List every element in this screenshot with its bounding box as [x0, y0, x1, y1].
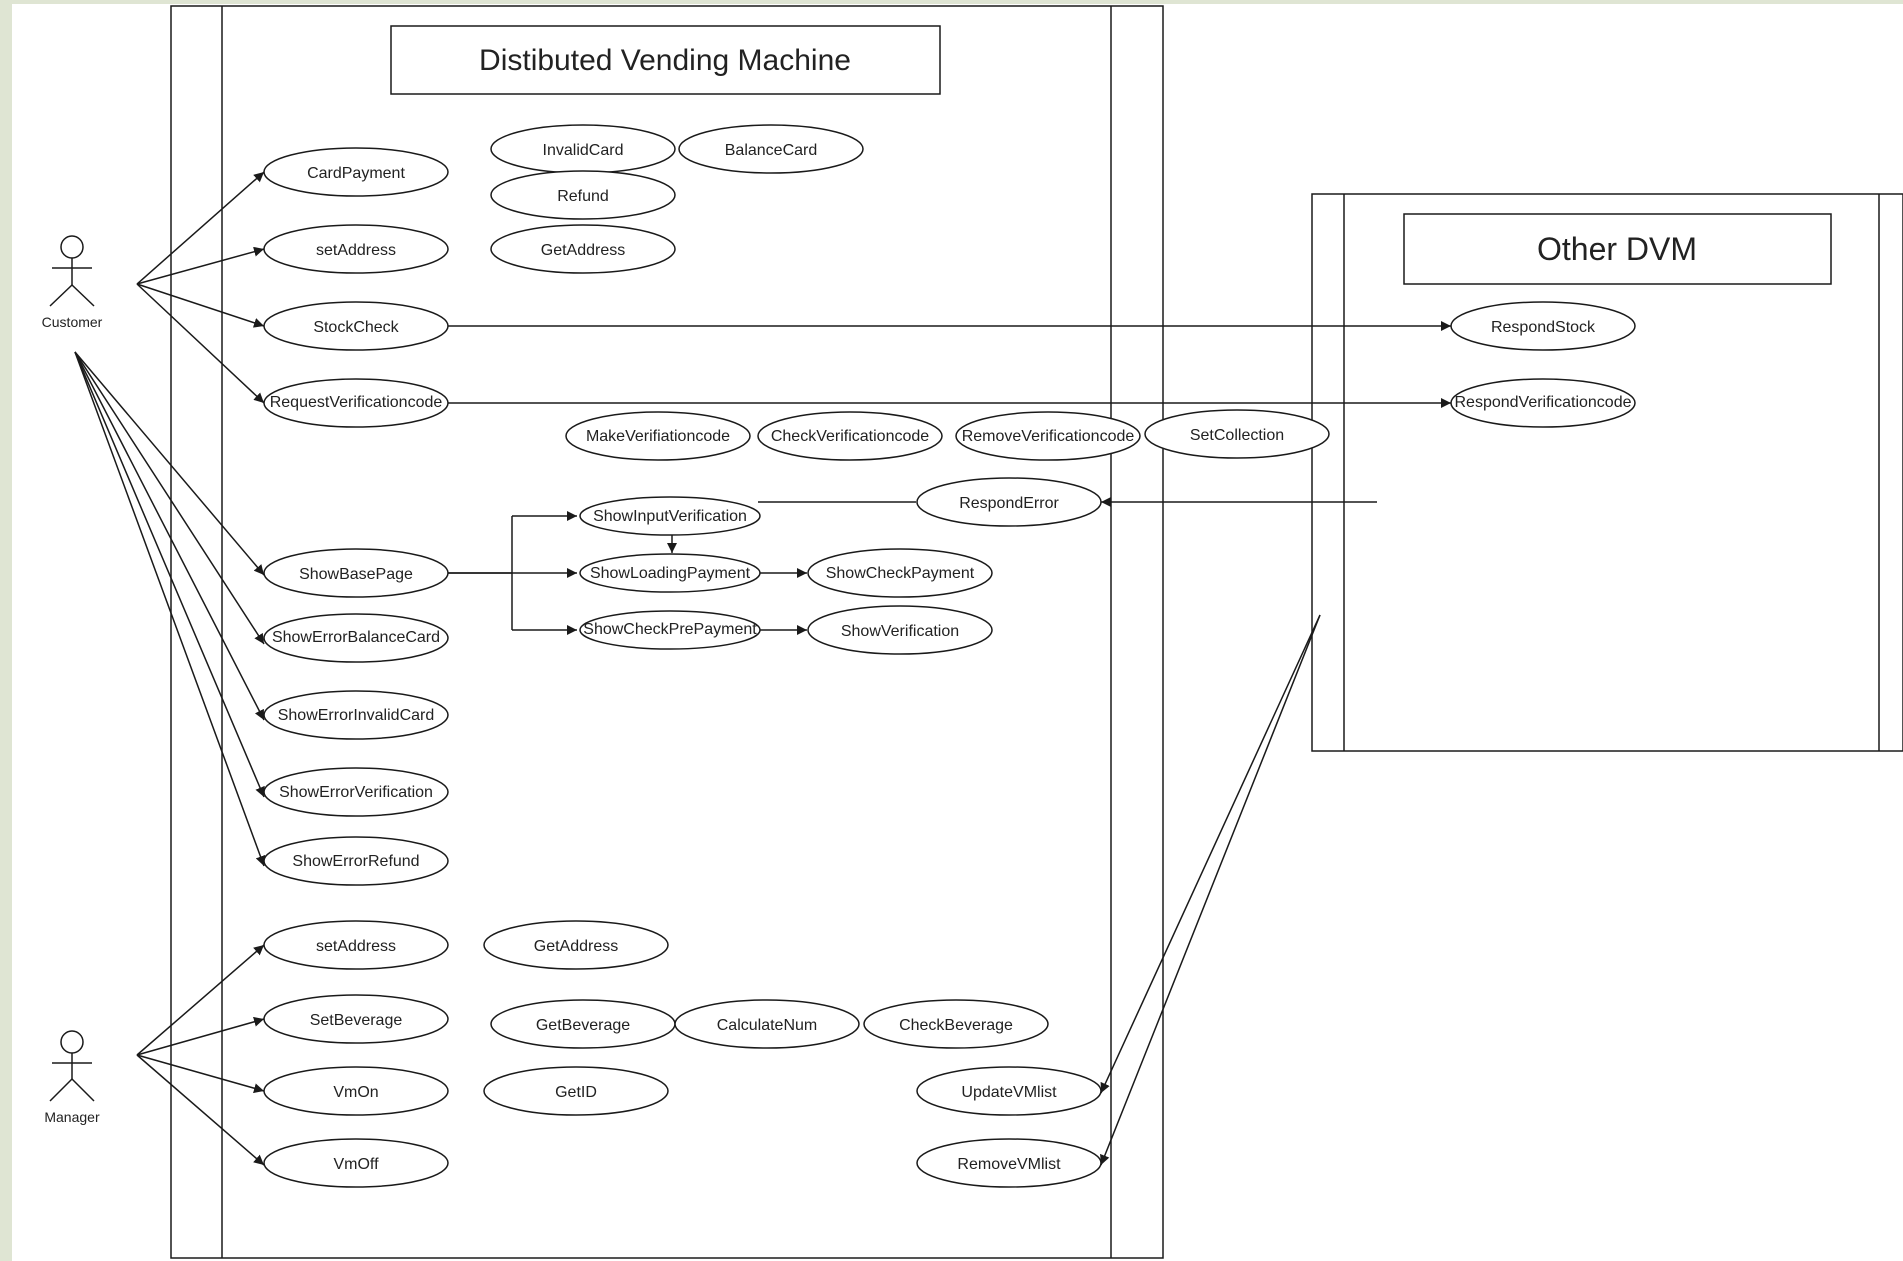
use-case-show-check-payment[interactable]: ShowCheckPayment — [807, 548, 993, 598]
use-case-label: SetBeverage — [310, 1012, 403, 1029]
use-case-invalid-card[interactable]: InvalidCard — [490, 124, 676, 174]
use-case-show-check-pre-payment[interactable]: ShowCheckPrePayment — [579, 610, 761, 650]
other-dvm-boundary: Other DVM — [1311, 193, 1903, 752]
stick-figure-icon — [49, 235, 95, 307]
use-case-label: CheckVerificationcode — [771, 428, 929, 445]
use-case-label: UpdateVMlist — [961, 1084, 1057, 1101]
actor-label: Customer — [42, 314, 103, 330]
use-case-card-payment[interactable]: CardPayment — [263, 147, 449, 197]
use-case-get-address-customer[interactable]: GetAddress — [490, 224, 676, 274]
use-case-label: StockCheck — [313, 319, 399, 336]
use-case-label: VmOff — [333, 1156, 379, 1173]
actor-customer[interactable]: Customer — [42, 235, 103, 330]
use-case-label: RequestVerificationcode — [270, 394, 443, 411]
use-case-show-error-refund[interactable]: ShowErrorRefund — [263, 836, 449, 886]
use-case-label: CardPayment — [307, 165, 405, 182]
use-case-label: CheckBeverage — [899, 1017, 1013, 1034]
main-system-boundary: Distibuted Vending Machine — [170, 5, 1164, 1259]
use-case-label: ShowCheckPrePayment — [583, 621, 757, 638]
use-case-label: ShowBasePage — [299, 566, 413, 583]
use-case-show-error-invalid-card[interactable]: ShowErrorInvalidCard — [263, 690, 449, 740]
use-case-label: CalculateNum — [717, 1017, 817, 1034]
use-case-label: setAddress — [316, 938, 396, 955]
use-case-remove-vm-list[interactable]: RemoveVMlist — [916, 1138, 1102, 1188]
use-case-label: BalanceCard — [725, 142, 818, 159]
use-case-make-verification-code[interactable]: MakeVerifiationcode — [565, 411, 751, 461]
use-case-vm-on[interactable]: VmOn — [263, 1066, 449, 1116]
use-case-label: ShowVerification — [841, 623, 959, 640]
actor-manager[interactable]: Manager — [44, 1030, 100, 1125]
use-case-show-error-balance-card[interactable]: ShowErrorBalanceCard — [263, 613, 449, 663]
use-case-get-address-manager[interactable]: GetAddress — [483, 920, 669, 970]
main-system-title-box — [390, 25, 941, 95]
use-case-label: ShowCheckPayment — [826, 565, 975, 582]
use-case-set-address-manager[interactable]: setAddress — [263, 920, 449, 970]
use-case-label: SetCollection — [1190, 427, 1284, 444]
use-case-respond-stock[interactable]: RespondStock — [1450, 301, 1636, 351]
other-dvm-title: Other DVM — [1537, 231, 1697, 267]
use-case-show-verification[interactable]: ShowVerification — [807, 605, 993, 655]
use-case-get-id[interactable]: GetID — [483, 1066, 669, 1116]
use-case-label: ShowErrorInvalidCard — [278, 707, 435, 724]
use-case-get-beverage[interactable]: GetBeverage — [490, 999, 676, 1049]
use-case-remove-verification-code[interactable]: RemoveVerificationcode — [955, 411, 1141, 461]
main-system-title: Distibuted Vending Machine — [479, 44, 851, 77]
use-case-check-beverage[interactable]: CheckBeverage — [863, 999, 1049, 1049]
use-case-set-address-customer[interactable]: setAddress — [263, 224, 449, 274]
use-case-label: VmOn — [333, 1084, 378, 1101]
relationships — [74, 171, 1451, 1166]
use-case-label: ShowErrorBalanceCard — [272, 629, 440, 646]
other-dvm-title-box — [1403, 213, 1832, 285]
use-case-label: RespondStock — [1491, 319, 1596, 336]
actor-label: Manager — [44, 1109, 100, 1125]
use-case-label: RemoveVMlist — [957, 1156, 1061, 1173]
use-case-label: RespondError — [959, 495, 1059, 512]
use-case-label: GetID — [555, 1084, 597, 1101]
use-case-request-verification-code[interactable]: RequestVerificationcode — [263, 378, 449, 428]
use-case-label: ShowLoadingPayment — [590, 565, 751, 582]
use-case-show-base-page[interactable]: ShowBasePage — [263, 548, 449, 598]
use-case-label: GetBeverage — [536, 1017, 630, 1034]
use-case-label: InvalidCard — [543, 142, 624, 159]
use-case-label: Refund — [557, 188, 609, 205]
use-case-label: RespondVerificationcode — [1454, 394, 1631, 411]
use-case-vm-off[interactable]: VmOff — [263, 1138, 449, 1188]
use-case-stock-check[interactable]: StockCheck — [263, 301, 449, 351]
use-case-label: RemoveVerificationcode — [962, 428, 1135, 445]
use-case-show-error-verification[interactable]: ShowErrorVerification — [263, 767, 449, 817]
use-case-set-beverage[interactable]: SetBeverage — [263, 994, 449, 1044]
use-case-respond-error[interactable]: RespondError — [916, 477, 1102, 527]
use-cases: CardPayment InvalidCard BalanceCard Refu… — [263, 124, 1636, 1188]
use-case-show-loading-payment[interactable]: ShowLoadingPayment — [579, 553, 761, 593]
use-case-label: MakeVerifiationcode — [586, 428, 730, 445]
use-case-label: ShowErrorVerification — [279, 784, 433, 801]
use-case-respond-verification-code[interactable]: RespondVerificationcode — [1450, 378, 1636, 428]
stick-figure-icon — [49, 1030, 95, 1102]
use-case-show-input-verification[interactable]: ShowInputVerification — [579, 496, 761, 536]
use-case-refund[interactable]: Refund — [490, 170, 676, 220]
use-case-calculate-num[interactable]: CalculateNum — [674, 999, 860, 1049]
use-case-label: GetAddress — [534, 938, 618, 955]
use-case-label: setAddress — [316, 242, 396, 259]
use-case-label: GetAddress — [541, 242, 625, 259]
use-case-set-collection[interactable]: SetCollection — [1144, 409, 1330, 459]
use-case-label: ShowInputVerification — [593, 508, 747, 525]
use-case-label: ShowErrorRefund — [292, 853, 419, 870]
use-case-balance-card[interactable]: BalanceCard — [678, 124, 864, 174]
use-case-check-verification-code[interactable]: CheckVerificationcode — [757, 411, 943, 461]
use-case-update-vm-list[interactable]: UpdateVMlist — [916, 1066, 1102, 1116]
